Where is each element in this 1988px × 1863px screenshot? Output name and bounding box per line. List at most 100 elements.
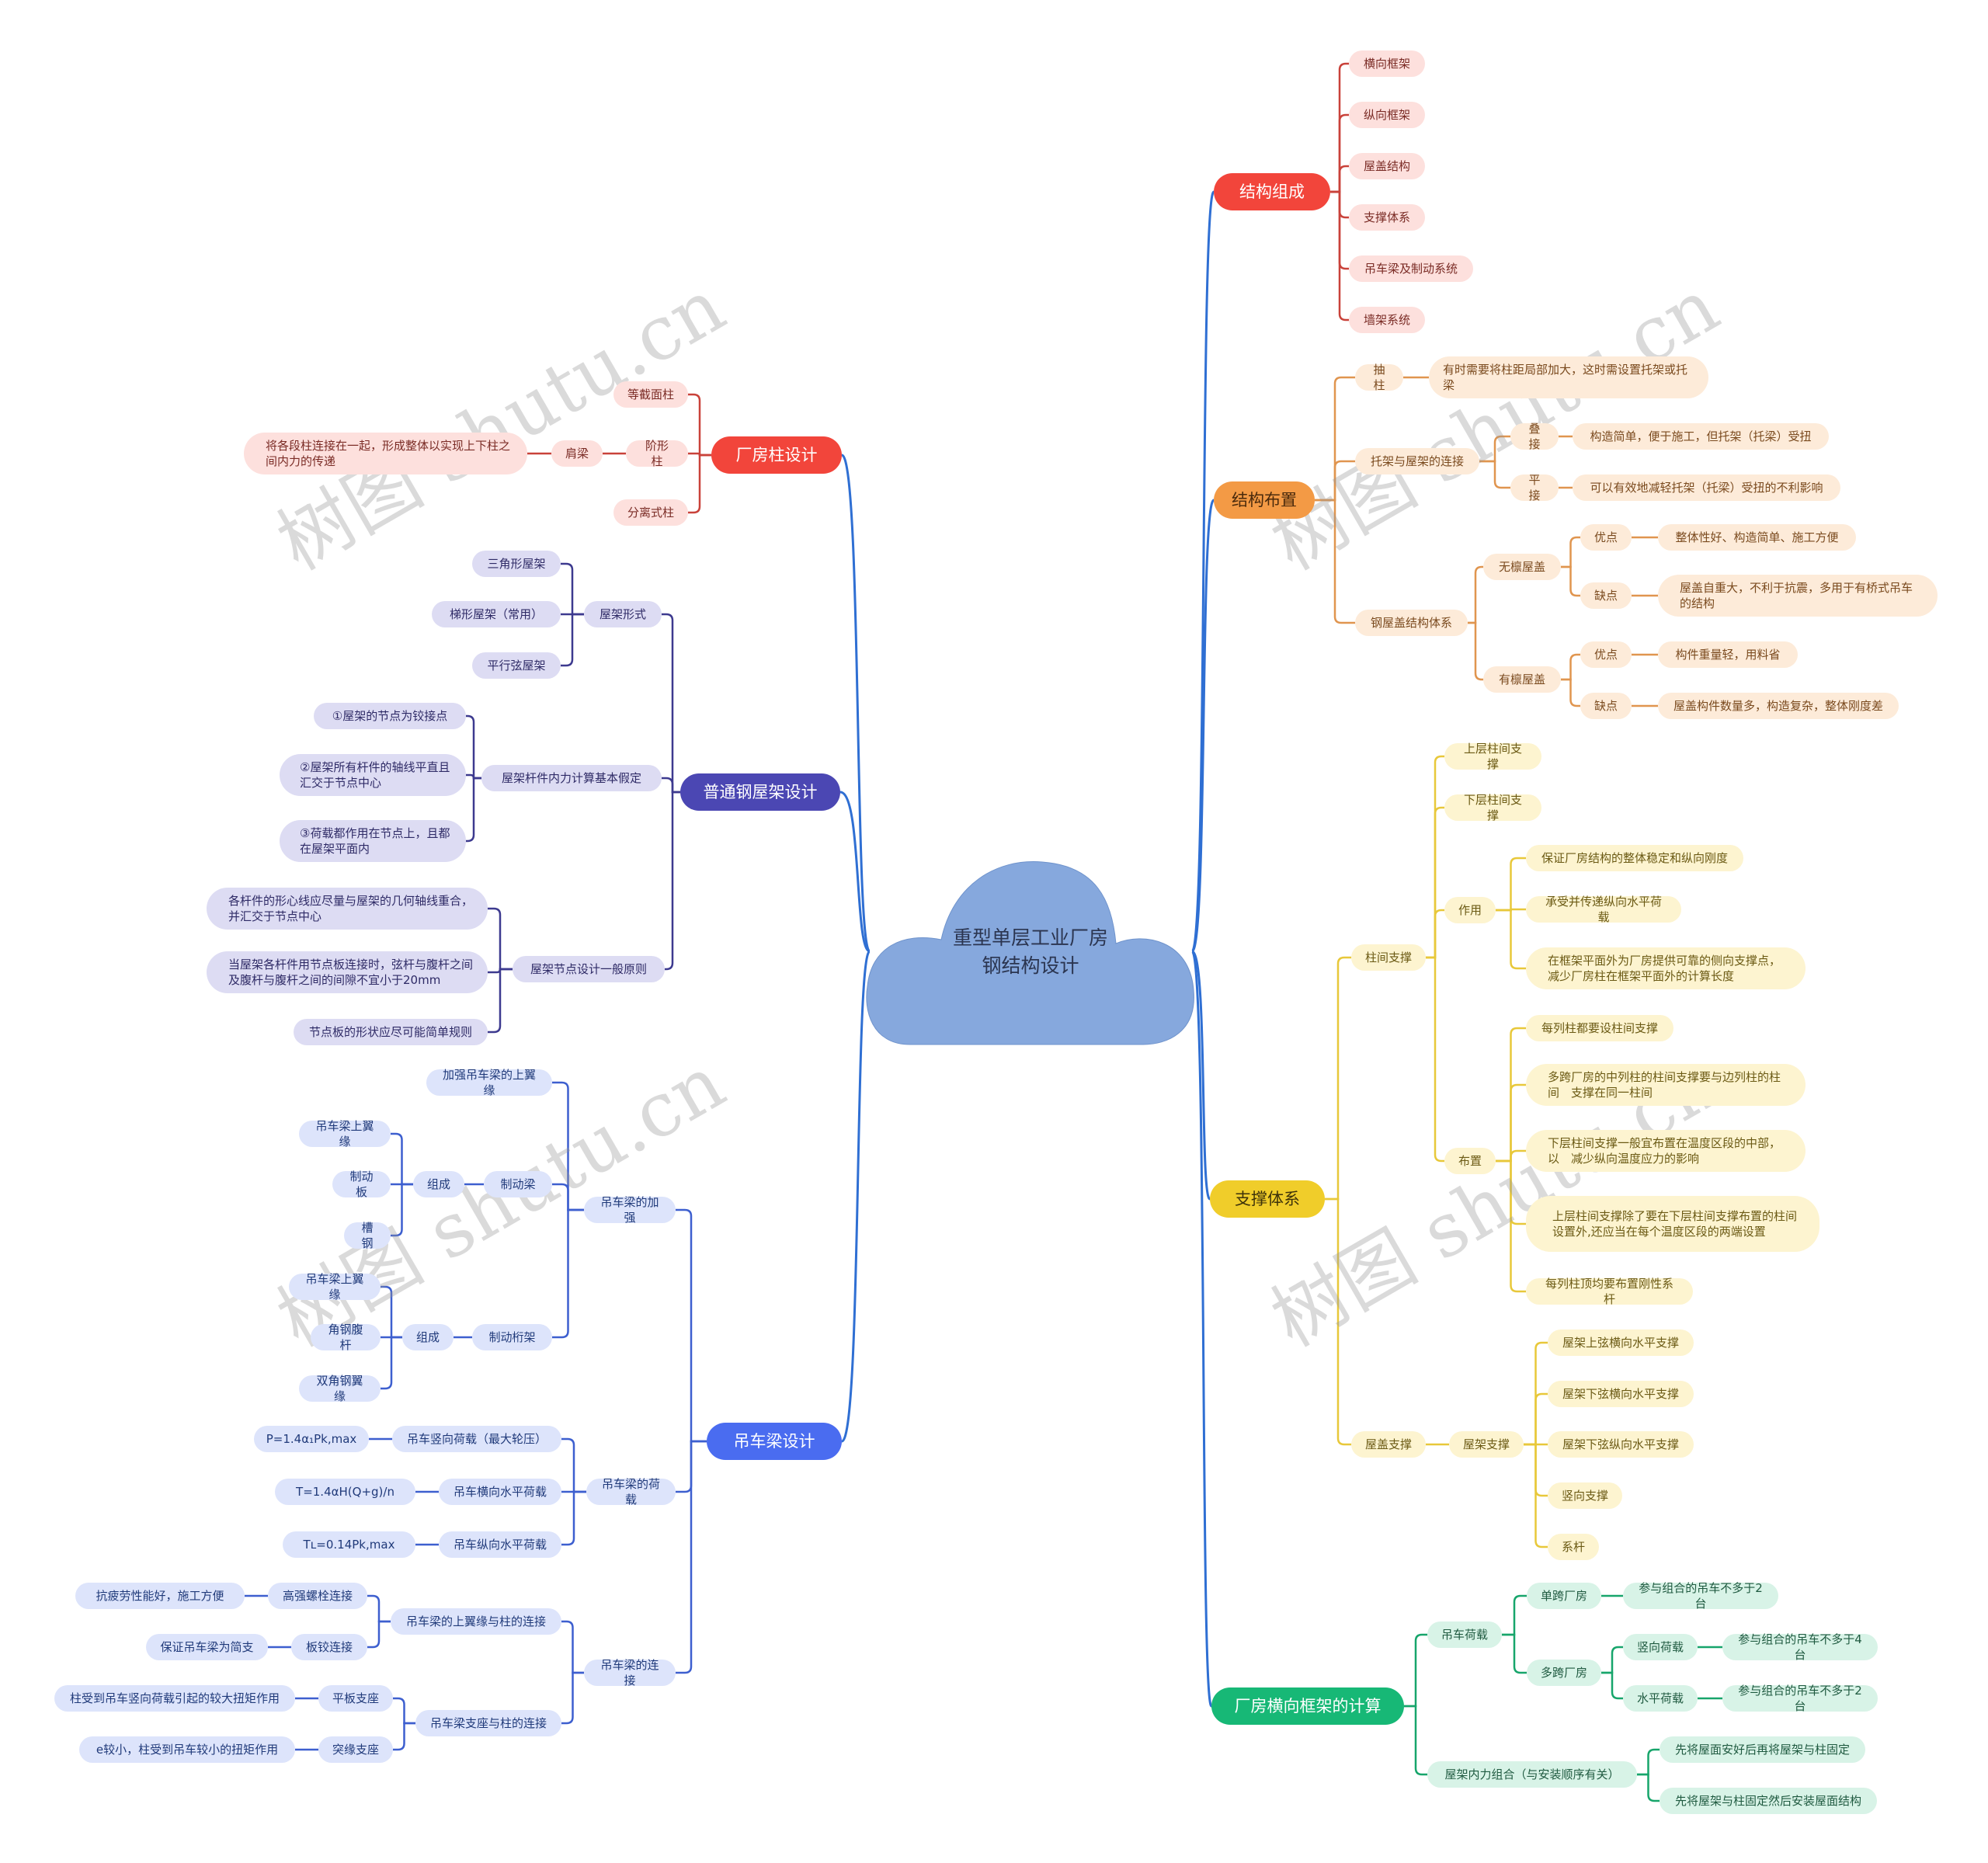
leaf-node[interactable]: 屋盖结构 bbox=[1349, 153, 1425, 179]
desc-node[interactable]: 参与组合的吊车不多于4台 bbox=[1722, 1632, 1878, 1662]
sub-node[interactable]: 阶形柱 bbox=[626, 439, 688, 468]
sub-node[interactable]: 板铰连接 bbox=[291, 1634, 367, 1660]
leaf-node[interactable]: 等截面柱 bbox=[613, 381, 688, 408]
desc-node[interactable]: 屋盖构件数量多，构造复杂，整体刚度差 bbox=[1658, 693, 1899, 719]
leaf-node[interactable]: 吊车梁上翼缘 bbox=[299, 1119, 391, 1149]
desc-node[interactable]: 参与组合的吊车不多于2台 bbox=[1722, 1684, 1878, 1713]
sub-node[interactable]: 屋盖支撑 bbox=[1351, 1431, 1426, 1458]
leaf-node[interactable]: 多跨厂房的中列柱的柱间支撑要与边列柱的柱间 支撑在同一柱间 bbox=[1526, 1064, 1806, 1106]
branch-structure-composition[interactable]: 结构组成 bbox=[1214, 173, 1330, 210]
leaf-node[interactable]: 上层柱间支撑除了要在下层柱间支撑布置的柱间 设置外,还应当在每个温度区段的两端设… bbox=[1526, 1196, 1819, 1252]
desc-node[interactable]: 抗疲劳性能好，施工方便 bbox=[75, 1583, 245, 1609]
sub-node[interactable]: 组成 bbox=[402, 1324, 454, 1350]
desc-node[interactable]: 参与组合的吊车不多于2台 bbox=[1623, 1581, 1778, 1611]
leaf-node[interactable]: 屋架下弦纵向水平支撑 bbox=[1548, 1431, 1694, 1458]
sub-node[interactable]: 平板支座 bbox=[318, 1685, 393, 1712]
leaf-node[interactable]: 分离式柱 bbox=[613, 499, 688, 526]
branch-crane-beam-design[interactable]: 吊车梁设计 bbox=[707, 1423, 842, 1460]
sub-node[interactable]: 作用 bbox=[1444, 897, 1496, 923]
sub-node[interactable]: 组成 bbox=[413, 1171, 464, 1197]
leaf-node[interactable]: 节点板的形状应尽可能简单规则 bbox=[294, 1019, 488, 1045]
sub-node[interactable]: 吊车竖向荷载（最大轮压） bbox=[392, 1426, 561, 1452]
sub-node[interactable]: 布置 bbox=[1444, 1148, 1496, 1174]
leaf-node[interactable]: 槽钢 bbox=[344, 1221, 391, 1250]
leaf-node[interactable]: 支撑体系 bbox=[1349, 204, 1425, 231]
sub-node[interactable]: 屋架杆件内力计算基本假定 bbox=[481, 765, 662, 791]
leaf-node[interactable]: 先将屋架与柱固定然后安装屋面结构 bbox=[1660, 1788, 1877, 1814]
branch-transverse-frame-calc[interactable]: 厂房横向框架的计算 bbox=[1211, 1687, 1404, 1725]
leaf-node[interactable]: 吊车梁及制动系统 bbox=[1349, 255, 1473, 282]
root-node[interactable]: 重型单层工业厂房 钢结构设计 bbox=[864, 854, 1197, 1048]
sub-node[interactable]: 无檩屋盖 bbox=[1483, 554, 1561, 580]
sub-node[interactable]: 抽柱 bbox=[1355, 363, 1403, 392]
branch-structure-layout[interactable]: 结构布置 bbox=[1214, 481, 1315, 519]
desc-node[interactable]: 整体性好、构造简单、施工方便 bbox=[1658, 524, 1856, 551]
leaf-node[interactable]: 屋架下弦横向水平支撑 bbox=[1548, 1381, 1694, 1407]
leaf-node[interactable]: 上层柱间支撑 bbox=[1444, 742, 1541, 771]
sub-node[interactable]: 肩梁 bbox=[551, 440, 603, 467]
sub-node[interactable]: 优点 bbox=[1580, 524, 1632, 551]
sub-node[interactable]: 吊车梁的上翼缘与柱的连接 bbox=[391, 1608, 561, 1635]
sub-node[interactable]: 吊车梁的连接 bbox=[584, 1658, 676, 1687]
leaf-node[interactable]: 平行弦屋架 bbox=[472, 652, 561, 679]
leaf-node[interactable]: 屋架上弦横向水平支撑 bbox=[1548, 1329, 1694, 1356]
sub-node[interactable]: 缺点 bbox=[1580, 582, 1632, 609]
desc-node[interactable]: 保证吊车梁为简支 bbox=[146, 1634, 268, 1660]
sub-node[interactable]: 屋架支撑 bbox=[1449, 1431, 1524, 1458]
sub-node[interactable]: 吊车荷载 bbox=[1427, 1621, 1502, 1648]
desc-node[interactable]: 将各段柱连接在一起，形成整体以实现上下柱之间内力的传递 bbox=[244, 433, 527, 474]
leaf-node[interactable]: 当屋架各杆件用节点板连接时，弦杆与腹杆之间及腹杆与腹杆之间的间隙不宜小于20mm bbox=[207, 951, 488, 993]
sub-node[interactable]: 柱间支撑 bbox=[1351, 944, 1426, 971]
branch-support-system[interactable]: 支撑体系 bbox=[1210, 1180, 1325, 1218]
sub-node[interactable]: 吊车梁支座与柱的连接 bbox=[415, 1710, 561, 1736]
sub-node[interactable]: 吊车纵向水平荷载 bbox=[439, 1531, 561, 1558]
sub-node[interactable]: 钢屋盖结构体系 bbox=[1355, 610, 1468, 636]
leaf-node[interactable]: 墙架系统 bbox=[1349, 307, 1425, 333]
sub-node[interactable]: 屋架内力组合（与安装顺序有关） bbox=[1427, 1761, 1637, 1788]
sub-node[interactable]: 高强螺栓连接 bbox=[268, 1583, 367, 1609]
desc-node[interactable]: 柱受到吊车竖向荷载引起的较大扭矩作用 bbox=[54, 1685, 295, 1712]
sub-node[interactable]: 优点 bbox=[1580, 641, 1632, 668]
leaf-node[interactable]: 竖向支撑 bbox=[1548, 1482, 1622, 1509]
sub-node[interactable]: 吊车梁的加强 bbox=[584, 1195, 676, 1225]
sub-node[interactable]: 制动桁架 bbox=[472, 1324, 552, 1350]
sub-node[interactable]: 竖向荷载 bbox=[1623, 1634, 1698, 1660]
leaf-node[interactable]: 每列柱都要设柱间支撑 bbox=[1526, 1015, 1673, 1041]
leaf-node[interactable]: 制动板 bbox=[332, 1170, 391, 1199]
desc-node[interactable]: 构造简单，便于施工，但托架（托梁）受扭 bbox=[1573, 423, 1829, 450]
formula-node[interactable]: Tʟ=0.14Pk,max bbox=[283, 1531, 415, 1558]
leaf-node[interactable]: ②屋架所有杆件的轴线平直且汇交于节点中心 bbox=[280, 754, 466, 796]
sub-node[interactable]: 多跨厂房 bbox=[1527, 1660, 1601, 1686]
leaf-node[interactable]: 保证厂房结构的整体稳定和纵向刚度 bbox=[1526, 845, 1743, 871]
leaf-node[interactable]: 承受并传递纵向水平荷载 bbox=[1526, 895, 1681, 924]
leaf-node[interactable]: ③荷载都作用在节点上，且都在屋架平面内 bbox=[280, 820, 466, 862]
sub-node[interactable]: 平接 bbox=[1510, 473, 1559, 502]
leaf-node[interactable]: 梯形屋架（常用） bbox=[432, 601, 561, 627]
leaf-node[interactable]: 各杆件的形心线应尽量与屋架的几何轴线重合，并汇交于节点中心 bbox=[207, 888, 488, 930]
leaf-node[interactable]: 下层柱间支撑 bbox=[1444, 793, 1541, 822]
desc-node[interactable]: e较小，柱受到吊车较小的扭矩作用 bbox=[79, 1736, 295, 1763]
leaf-node[interactable]: 吊车梁上翼缘 bbox=[289, 1272, 381, 1302]
formula-node[interactable]: T=1.4αH(Q+g)/n bbox=[275, 1479, 415, 1505]
leaf-node[interactable]: 先将屋面安好后再将屋架与柱固定 bbox=[1660, 1736, 1865, 1763]
sub-node[interactable]: 屋架形式 bbox=[584, 601, 662, 627]
branch-roof-truss-design[interactable]: 普通钢屋架设计 bbox=[680, 773, 840, 811]
desc-node[interactable]: 屋盖自重大，不利于抗震，多用于有桥式吊车的结构 bbox=[1658, 575, 1938, 617]
desc-node[interactable]: 构件重量轻，用料省 bbox=[1658, 641, 1798, 668]
sub-node[interactable]: 水平荷载 bbox=[1623, 1685, 1698, 1712]
sub-node[interactable]: 屋架节点设计一般原则 bbox=[513, 956, 665, 982]
leaf-node[interactable]: 双角钢翼缘 bbox=[299, 1374, 381, 1403]
sub-node[interactable]: 制动梁 bbox=[484, 1171, 552, 1197]
desc-node[interactable]: 有时需要将柱距局部加大，这时需设置托架或托梁 bbox=[1429, 356, 1708, 398]
leaf-node[interactable]: 横向框架 bbox=[1349, 50, 1425, 77]
sub-node[interactable]: 有檩屋盖 bbox=[1483, 666, 1561, 693]
sub-node[interactable]: 吊车梁的荷载 bbox=[586, 1477, 676, 1507]
branch-column-design[interactable]: 厂房柱设计 bbox=[711, 436, 842, 474]
leaf-node[interactable]: 下层柱间支撑一般宜布置在温度区段的中部，以 减少纵向温度应力的影响 bbox=[1526, 1130, 1806, 1172]
leaf-node[interactable]: 每列柱顶均要布置刚性系杆 bbox=[1526, 1277, 1693, 1306]
sub-node[interactable]: 单跨厂房 bbox=[1527, 1583, 1601, 1609]
leaf-node[interactable]: 纵向框架 bbox=[1349, 102, 1425, 128]
leaf-node[interactable]: 三角形屋架 bbox=[472, 551, 561, 577]
sub-node[interactable]: 托架与屋架的连接 bbox=[1355, 448, 1479, 474]
formula-node[interactable]: P=1.4α₁Pk,max bbox=[254, 1426, 369, 1452]
